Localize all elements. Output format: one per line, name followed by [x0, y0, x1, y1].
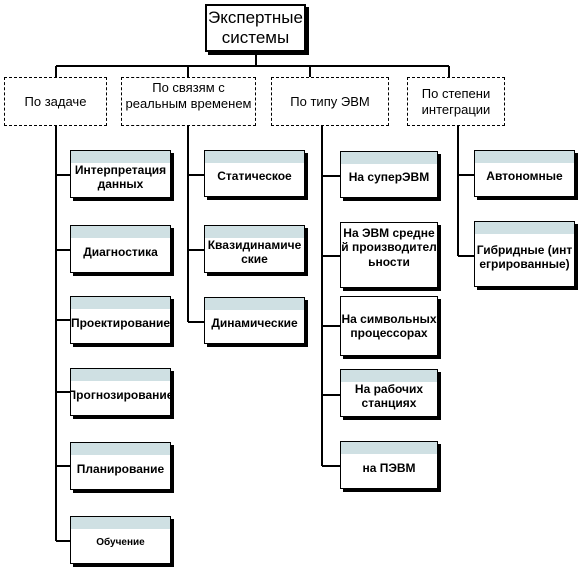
leaf-label: На рабочих станциях: [354, 381, 424, 410]
category-by-realtime: По связям с реальным временем: [121, 77, 256, 126]
leaf-pc: на ПЭВМ: [340, 441, 438, 489]
root-label: Экспертные системы: [208, 7, 303, 47]
leaf-interpretation: Интерпретация данных: [70, 150, 171, 198]
category-by-computer-type: По типу ЭВМ: [271, 77, 389, 126]
leaf-forecasting: Прогнозирование: [70, 368, 171, 416]
leaf-static: Статическое: [204, 150, 305, 197]
leaf-label: на ПЭВМ: [362, 460, 416, 475]
leaf-label: Интерпретация данных: [74, 162, 167, 191]
category-label: По степени интеграции: [421, 85, 491, 117]
leaf-quasidynamic: Квазидинамические: [204, 225, 305, 273]
leaf-medium-performance: На ЭВМ средней производительности: [340, 222, 438, 288]
leaf-dynamic: Динамические: [204, 297, 305, 344]
leaf-training: Обучение: [70, 516, 171, 564]
category-by-task: По задаче: [4, 77, 107, 126]
leaf-design: Проектирование: [70, 296, 171, 344]
leaf-workstations: На рабочих станциях: [340, 369, 438, 417]
leaf-label: Динамические: [211, 316, 298, 331]
leaf-symbolic-processors: На символьных процессорах: [340, 296, 438, 356]
leaf-label: Квазидинамические: [207, 237, 302, 266]
root-node: Экспертные системы: [205, 4, 306, 52]
leaf-planning: Планирование: [70, 442, 171, 490]
leaf-label: Автономные: [486, 169, 563, 184]
category-label: По задаче: [24, 93, 87, 109]
leaf-label: Проектирование: [70, 315, 171, 330]
category-label: По типу ЭВМ: [290, 93, 370, 109]
leaf-label: Планирование: [76, 461, 165, 476]
category-label: По связям с реальным временем: [125, 80, 252, 111]
leaf-label: Прогнозирование: [70, 387, 171, 402]
leaf-label: Статическое: [217, 169, 292, 184]
category-by-integration: По степени интеграции: [407, 77, 505, 126]
leaf-autonomous: Автономные: [474, 150, 575, 197]
leaf-hybrid: Гибридные (интегрированные): [474, 221, 575, 287]
leaf-label: Диагностика: [83, 244, 158, 259]
leaf-label: Гибридные (интегрированные): [476, 242, 573, 271]
leaf-label: На суперЭВМ: [348, 170, 430, 185]
leaf-diagnostics: Диагностика: [70, 225, 171, 273]
leaf-label: На символьных процессорах: [341, 311, 437, 340]
leaf-label: Обучение: [96, 537, 145, 548]
leaf-supercomputer: На суперЭВМ: [340, 151, 438, 198]
leaf-label: На ЭВМ средней производительности: [341, 226, 437, 269]
